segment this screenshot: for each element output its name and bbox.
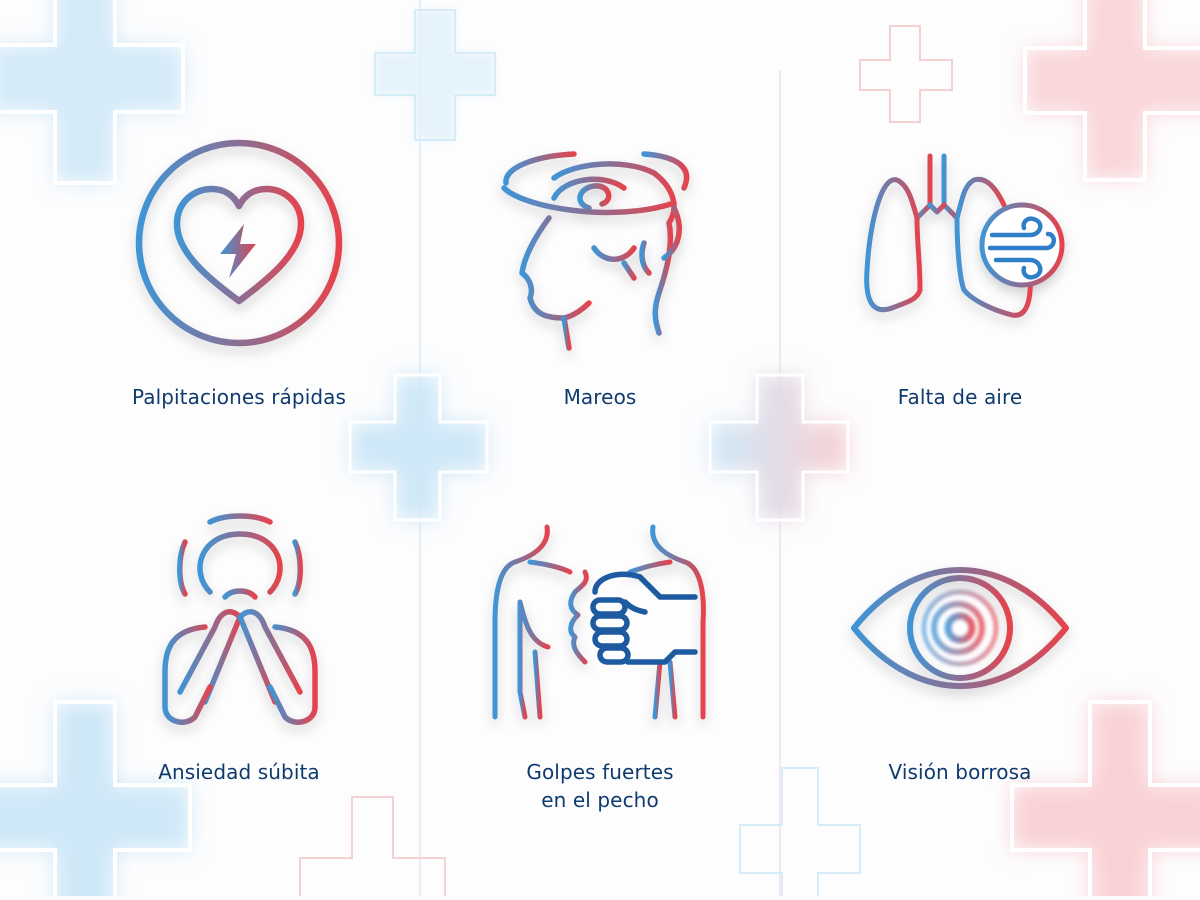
lungs-wind-icon — [862, 150, 1088, 334]
dizzy-head-icon — [494, 148, 700, 351]
chest-fist-icon — [490, 522, 712, 726]
symptom-label: Ansiedad súbita — [158, 760, 320, 784]
symptom-label-line2: en el pecho — [541, 788, 659, 812]
symptom-label-line1: Golpes fuertes — [526, 760, 674, 784]
symptom-label: Visión borrosa — [888, 760, 1032, 784]
anxious-person-icon — [160, 512, 320, 732]
symptom-label: Palpitaciones rápidas — [131, 385, 347, 409]
symptom-label: Mareos — [563, 385, 637, 409]
symptom-label: Falta de aire — [897, 385, 1023, 409]
heart-lightning-icon — [132, 136, 346, 354]
blurry-eye-icon — [850, 567, 1070, 696]
